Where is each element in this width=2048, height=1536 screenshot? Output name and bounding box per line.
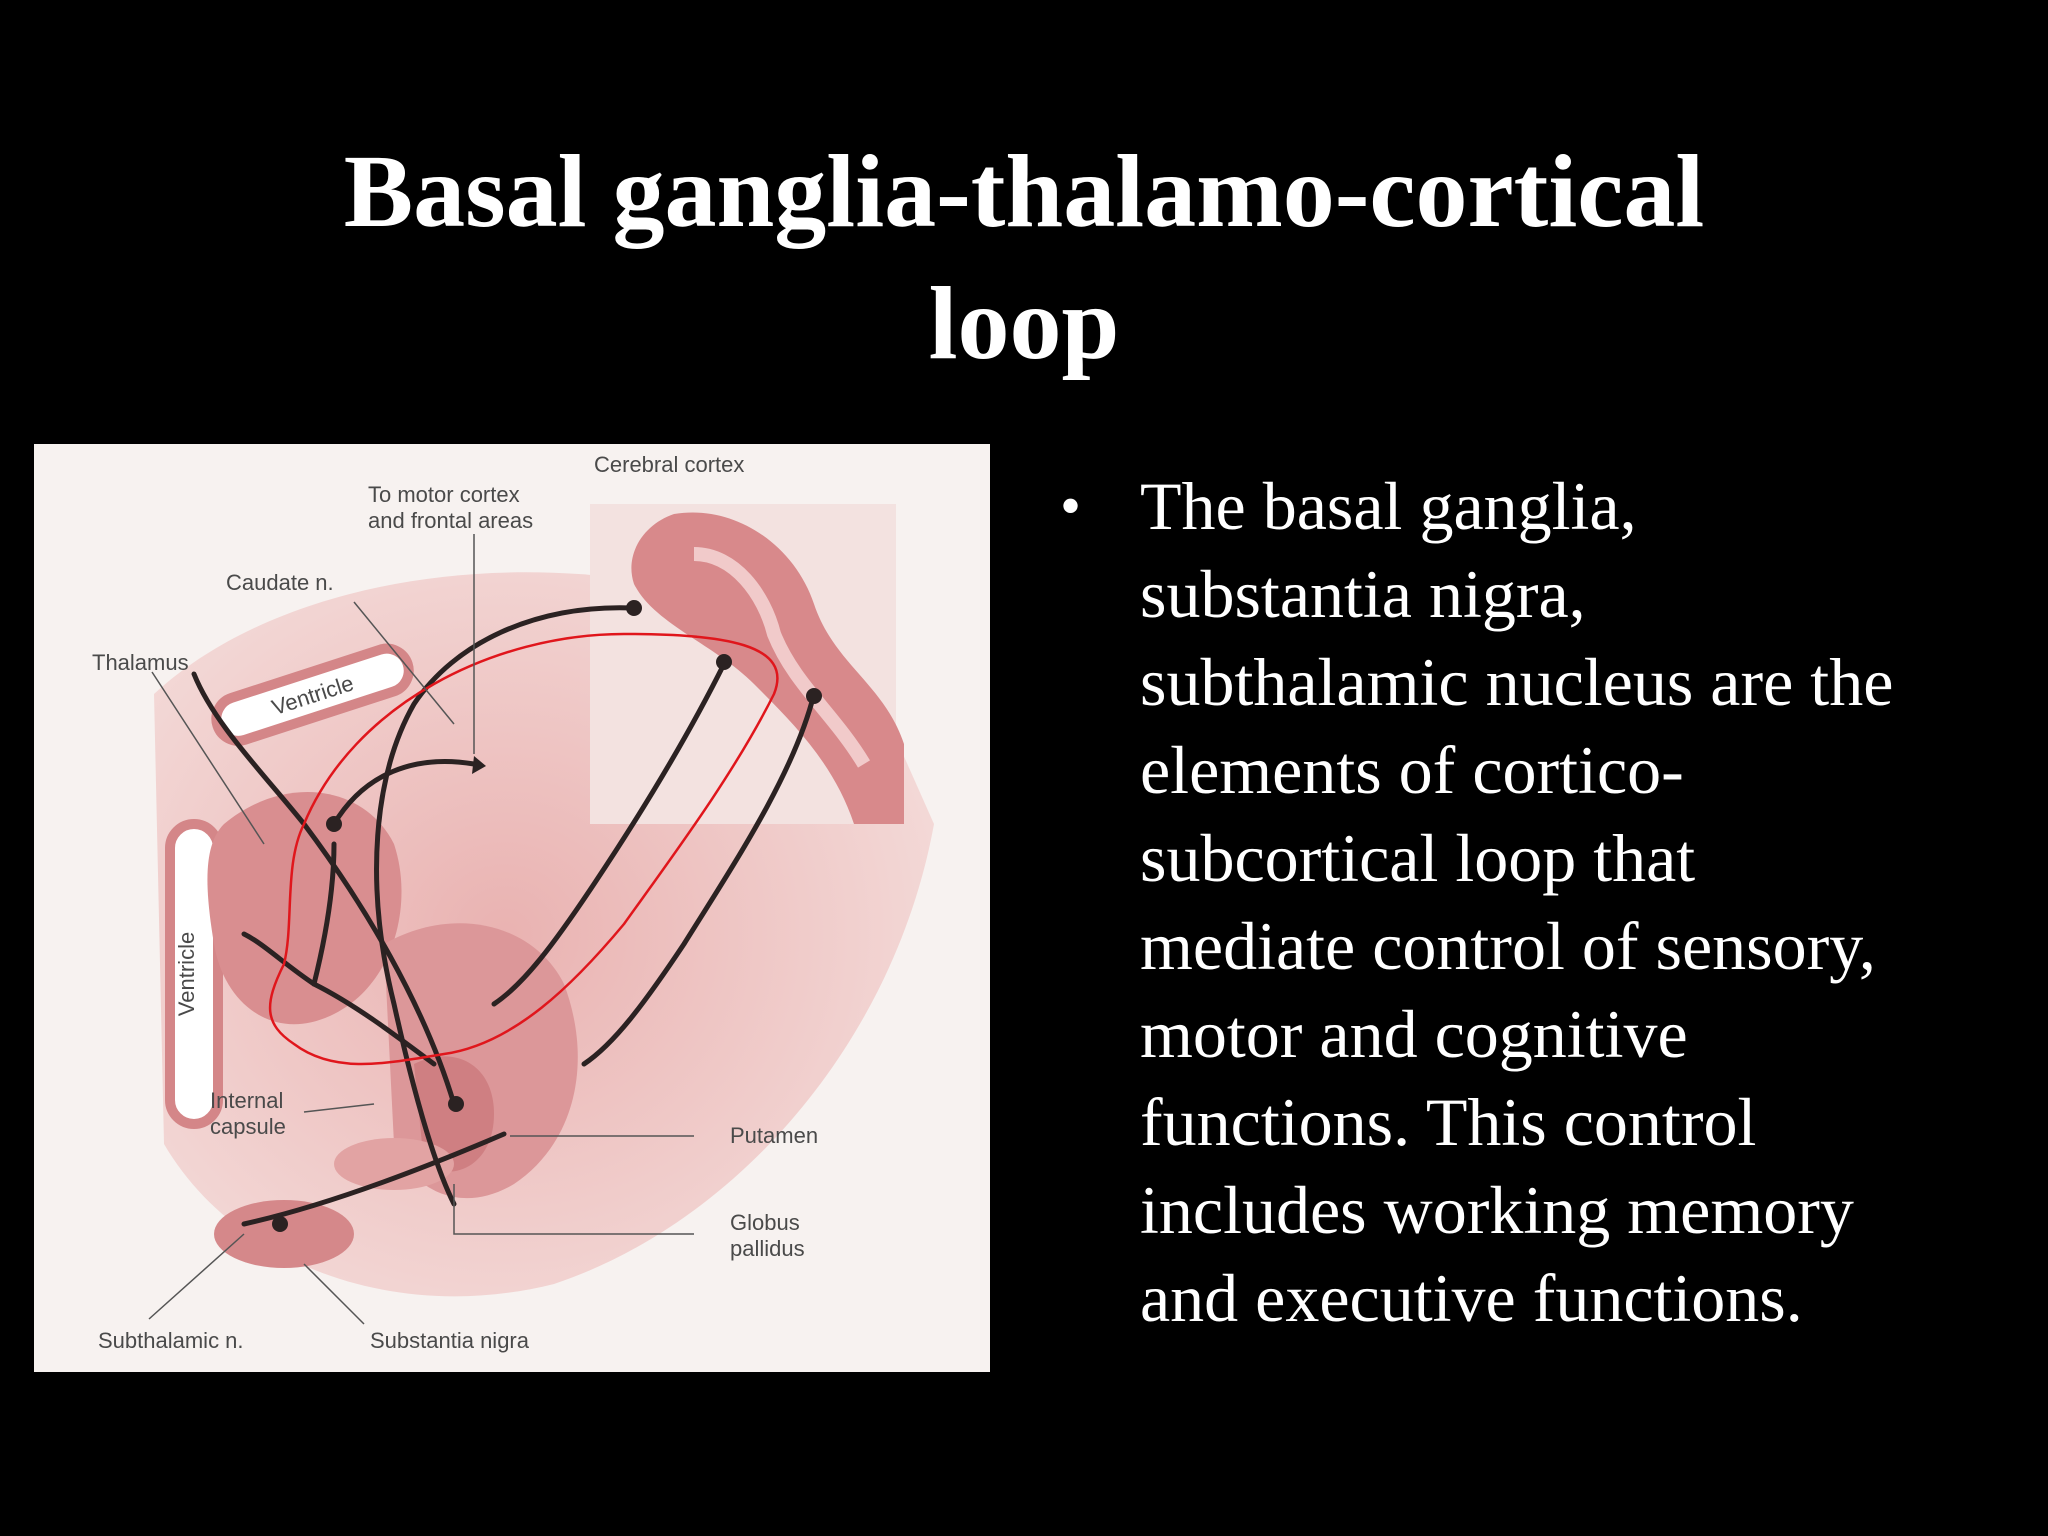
diagram-svg: Ventricle Ventricle: [34, 444, 990, 1372]
bullet-marker: •: [1060, 473, 1082, 539]
label-internal-capsule-1: Internal: [210, 1088, 283, 1113]
label-internal-capsule-2: capsule: [210, 1114, 286, 1139]
ventricle-side: Ventricle: [165, 819, 223, 1129]
slide-title: Basal ganglia-thalamo-cortical loop: [0, 140, 2048, 376]
title-line-1: Basal ganglia-thalamo-cortical: [343, 134, 1705, 249]
label-globus-2: pallidus: [730, 1236, 805, 1261]
bullet-line-1: The basal ganglia,: [1140, 468, 1637, 544]
bullet-line-2: substantia nigra,: [1140, 556, 1586, 632]
bullet-text: The basal ganglia, substantia nigra, sub…: [1140, 462, 2048, 1342]
label-cerebral-cortex: Cerebral cortex: [594, 452, 744, 477]
label-substantia-nigra: Substantia nigra: [370, 1328, 530, 1353]
cerebral-cortex-shape: [631, 512, 904, 824]
arrowhead: [472, 756, 486, 774]
label-globus-1: Globus: [730, 1210, 800, 1235]
bullet-line-10: and executive functions.: [1140, 1260, 1803, 1336]
pathway-nodes: [272, 600, 822, 1232]
bullet-line-3: subthalamic nucleus are the: [1140, 644, 1894, 720]
bullet-line-8: functions. This control: [1140, 1084, 1757, 1160]
label-to-motor-cortex-1: To motor cortex: [368, 482, 520, 507]
label-to-motor-cortex-2: and frontal areas: [368, 508, 533, 533]
globus-pallidus-shape: [414, 1056, 494, 1172]
ventricle-side-label: Ventricle: [174, 932, 199, 1016]
label-caudate: Caudate n.: [226, 570, 334, 595]
cortex-gyrus-line: [693, 547, 871, 768]
bullet-line-7: motor and cognitive: [1140, 996, 1688, 1072]
label-subthalamic: Subthalamic n.: [98, 1328, 244, 1353]
bullet-line-5: subcortical loop that: [1140, 820, 1696, 896]
leader-lines: [148, 534, 694, 1325]
subthalamic-shape: [214, 1200, 354, 1268]
ventricle-top: Ventricle: [211, 643, 414, 746]
title-line-2: loop: [928, 266, 1120, 381]
bullet-line-6: mediate control of sensory,: [1140, 908, 1876, 984]
highlight-loop: [268, 632, 779, 1066]
label-thalamus: Thalamus: [92, 650, 189, 675]
basal-ganglia-diagram: Ventricle Ventricle: [34, 444, 990, 1372]
thalamus-shape: [207, 791, 402, 1025]
label-putamen: Putamen: [730, 1123, 818, 1148]
bullet-line-4: elements of cortico-: [1140, 732, 1684, 808]
neural-pathways: [191, 605, 817, 1227]
substantia-nigra-shape: [334, 1138, 454, 1190]
bullet-line-9: includes working memory: [1140, 1172, 1854, 1248]
